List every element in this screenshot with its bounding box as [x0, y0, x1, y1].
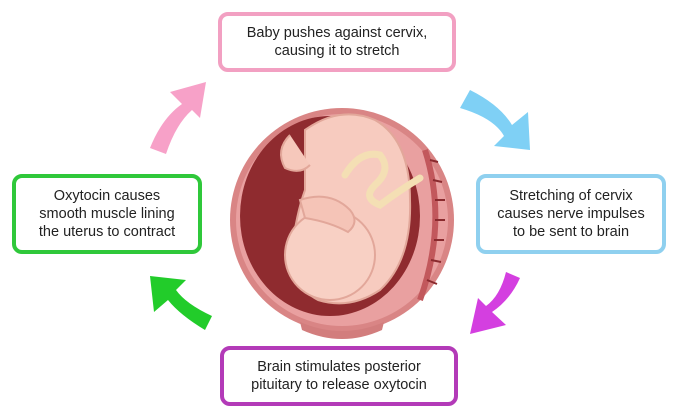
step-box-right: Stretching of cervix causes nerve impuls… [476, 174, 666, 254]
step-box-top: Baby pushes against cervix, causing it t… [218, 12, 456, 72]
step-box-left: Oxytocin causes smooth muscle lining the… [12, 174, 202, 254]
arrow-top-to-right [460, 90, 530, 150]
step-text-top: Baby pushes against cervix, causing it t… [246, 25, 428, 59]
step-text-left: Oxytocin causes smooth muscle lining the… [38, 188, 176, 240]
uterus-fetus-illustration [230, 108, 454, 339]
arrow-bottom-to-left [150, 276, 212, 330]
arrow-left-to-top [150, 82, 206, 154]
arrow-right-to-bottom [470, 272, 520, 334]
step-text-right: Stretching of cervix causes nerve impuls… [497, 188, 645, 240]
step-text-bottom: Brain stimulates posterior pituitary to … [251, 359, 427, 393]
step-box-bottom: Brain stimulates posterior pituitary to … [220, 346, 458, 406]
